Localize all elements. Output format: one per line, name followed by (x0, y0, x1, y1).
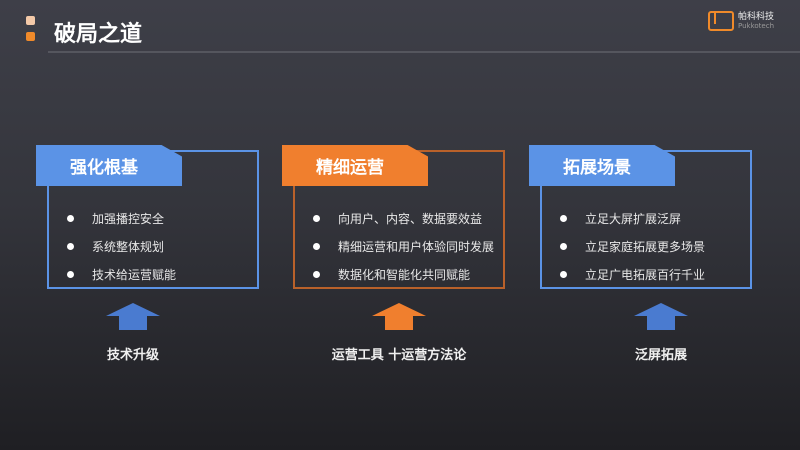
label-tech-upgrade: 技术升级 (106, 348, 159, 363)
header-divider (48, 51, 800, 53)
arrow-up-icon (634, 303, 688, 330)
arrow-up-icon (106, 303, 160, 330)
list-item: 技术给运营赋能 (67, 260, 176, 288)
list-item: 向用户、内容、数据要效益 (313, 204, 494, 232)
panel-strengthen: 加强播控安全 系统整体规划 技术给运营赋能 (47, 150, 259, 289)
logo-cn: 帕科科技 (738, 12, 775, 22)
logo-en: Pukkotech (738, 22, 775, 30)
list-item: 立足家庭拓展更多场景 (560, 232, 705, 260)
panel-title-operations: 精细运营 (282, 145, 428, 186)
label-ops-tools: 运营工具 十运营方法论 (331, 348, 467, 363)
title-dot-orange (26, 32, 35, 41)
panel-title-scenarios: 拓展场景 (529, 145, 675, 186)
page-title: 破局之道 (54, 22, 143, 47)
list-item: 立足广电拓展百行千业 (560, 260, 705, 288)
list-item: 立足大屏扩展泛屏 (560, 204, 705, 232)
list-item: 系统整体规划 (67, 232, 176, 260)
title-dot-light (26, 16, 35, 25)
logo-icon (708, 11, 734, 31)
list-item: 精细运营和用户体验同时发展 (313, 232, 494, 260)
list-item: 加强播控安全 (67, 204, 176, 232)
label-multiscreen: 泛屏拓展 (634, 348, 687, 363)
list-item: 数据化和智能化共同赋能 (313, 260, 494, 288)
panel-title-strengthen: 强化根基 (36, 145, 182, 186)
arrow-up-icon (372, 303, 426, 330)
